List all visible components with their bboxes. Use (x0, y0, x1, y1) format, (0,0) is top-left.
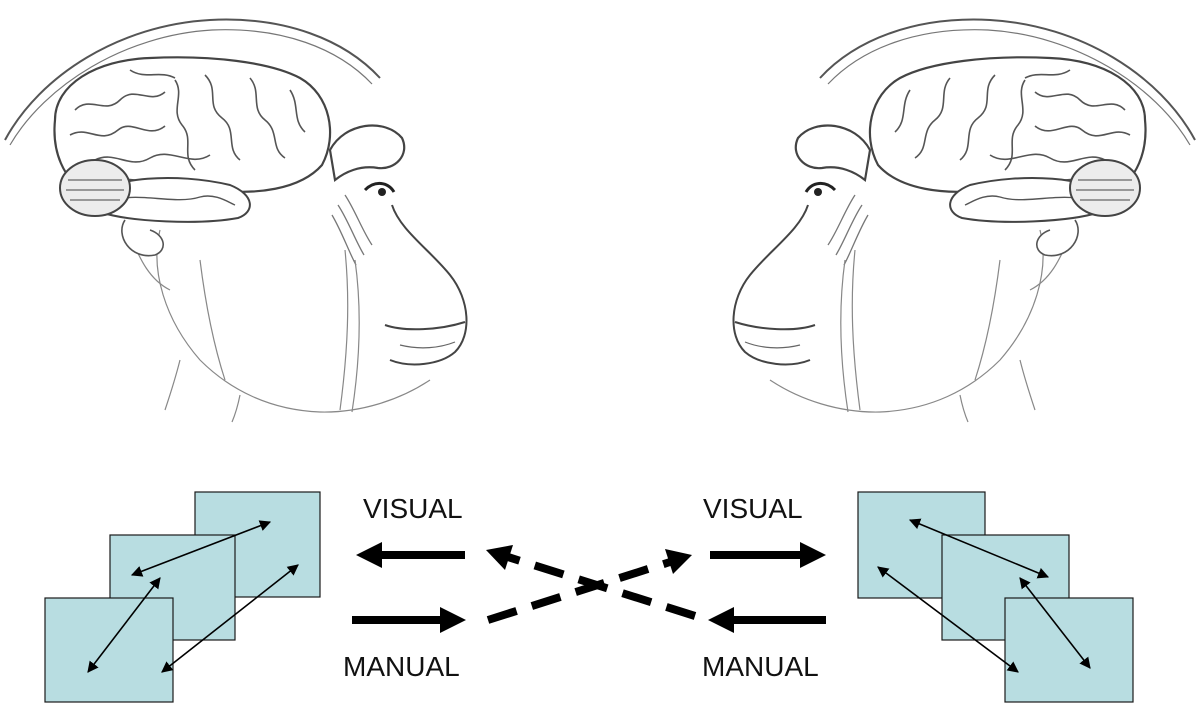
left-manual-label: MANUAL (343, 651, 460, 682)
left-monkey-illustration (3, 18, 468, 424)
right-double-arrow-1 (908, 518, 1050, 579)
left-visual-label: VISUAL (363, 493, 463, 524)
right-double-arrow-3 (1019, 577, 1091, 669)
dashed-arrow-to-right-visual (486, 549, 692, 624)
right-panel-stack (857, 491, 1134, 703)
left-double-arrow-2 (87, 577, 161, 673)
left-visual-arrow (356, 542, 465, 568)
right-panel-arrows (877, 518, 1091, 673)
dashed-arrow-to-left-visual (486, 545, 697, 620)
right-panel-front (1004, 597, 1134, 703)
right-manual-arrow (708, 607, 826, 633)
left-panel-stack (44, 491, 321, 703)
left-panel-arrows (87, 520, 299, 673)
right-manual-label: MANUAL (702, 651, 819, 682)
right-monkey-illustration (732, 18, 1197, 424)
dashed-cross-arrows (486, 545, 697, 624)
right-double-arrow-2 (877, 566, 1019, 673)
left-double-arrow-3 (161, 564, 299, 673)
left-double-arrow-1 (130, 520, 272, 577)
right-visual-arrow (710, 542, 826, 568)
left-panel-front (44, 597, 174, 703)
right-visual-label: VISUAL (703, 493, 803, 524)
left-manual-arrow (352, 607, 466, 633)
solid-arrows (352, 542, 826, 633)
